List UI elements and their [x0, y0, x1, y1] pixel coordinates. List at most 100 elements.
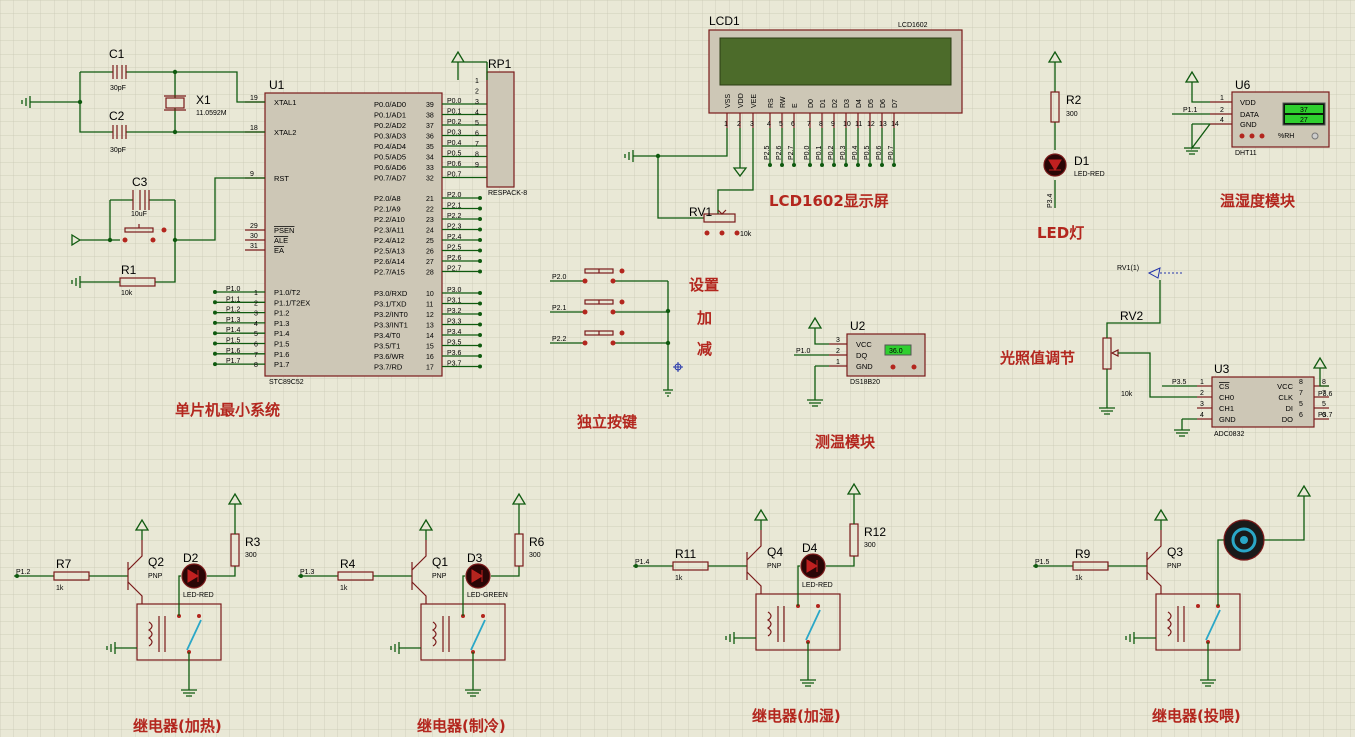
mcu-pin-number: 39 — [426, 102, 434, 109]
mcu-pin-name: P3.3/INT1 — [374, 321, 408, 330]
led-ref: D3 — [467, 551, 483, 565]
mcu-pin-number: 6 — [254, 342, 258, 349]
lcd-pin-name: D6 — [880, 99, 887, 108]
mcu-p3-net: P3.5 — [447, 340, 462, 347]
mcu-pin-name: P0.2/AD2 — [374, 121, 406, 130]
rp1-part: RESPACK-8 — [488, 190, 527, 197]
relays-block: P1.2R71kQ2PNPD2LED-REDR3300P1.3R41kQ1PNP… — [14, 482, 1312, 697]
led-resistor-ref: R6 — [529, 535, 545, 549]
adc-cs-net: P3.5 — [1172, 379, 1187, 386]
mcu-pin-name: P1.3 — [274, 319, 289, 328]
lcd-pin-name: D2 — [832, 99, 839, 108]
ds18b20-pin-number: 3 — [836, 337, 840, 344]
mcu-pin-number: 28 — [426, 270, 434, 277]
mcu-p3-net: P3.7 — [447, 361, 462, 368]
mcu-pin-name: P3.7/RD — [374, 363, 403, 372]
mcu-pin-number: 37 — [426, 123, 434, 130]
lcd-pin-name: D4 — [856, 99, 863, 108]
mcu-pin-number: 36 — [426, 134, 434, 141]
adc-pin-number-outer: 5 — [1322, 401, 1326, 408]
rp1-pin-number: 3 — [475, 99, 479, 106]
mcu-pin-name: P3.4/T0 — [374, 331, 400, 340]
lcd-pin-number: 5 — [779, 121, 783, 128]
mcu-pin-number: 16 — [426, 354, 434, 361]
led-part: LED-RED — [183, 592, 214, 599]
mcu-pin-number: 12 — [426, 312, 434, 319]
mcu-p1-net: P1.6 — [226, 348, 241, 355]
mcu-p2-net: P2.5 — [447, 245, 462, 252]
lcd-pin-number: 13 — [879, 121, 887, 128]
led-resistor-value: 300 — [245, 552, 257, 559]
adc-pin-name: GND — [1219, 415, 1236, 424]
mcu-pin-name: P2.6/A14 — [374, 257, 405, 266]
mcu-p1-net: P1.0 — [226, 286, 241, 293]
section-relay-humid-label: 继电器(加湿) — [752, 707, 841, 725]
ds18b20-reading: 36.0 — [889, 348, 903, 355]
mcu-p3-net: P3.4 — [447, 329, 462, 336]
adc-pin-number: 6 — [1299, 412, 1303, 419]
lcd-pin-name: D7 — [892, 99, 899, 108]
rv2-probe: RV1(1) — [1117, 265, 1139, 272]
mcu-pin-name: P2.0/A8 — [374, 194, 401, 203]
mcu-pin-name: XTAL1 — [274, 98, 296, 107]
mcu-p2-net: P2.4 — [447, 234, 462, 241]
lcd-pin-number: 7 — [807, 121, 811, 128]
mcu-pin-number: 33 — [426, 165, 434, 172]
led-block: R2 300 D1 LED-RED P3.4 LED灯 — [1037, 50, 1105, 242]
mcu-p1-net: P1.3 — [226, 317, 241, 324]
led-resistor-value: 300 — [529, 552, 541, 559]
rp1-pin-number: 6 — [475, 131, 479, 138]
mcu-pin-name: P3.0/RXD — [374, 289, 408, 298]
adc-clk-net: P3.6 — [1318, 391, 1333, 398]
mcu-p2-net: P2.3 — [447, 224, 462, 231]
mcu-pin-name: P0.4/AD4 — [374, 142, 406, 151]
mcu-chip[interactable] — [264, 92, 443, 377]
mcu-pin-name: EA — [274, 246, 284, 255]
lcd-pin-name: RW — [780, 96, 787, 108]
lcd-net: P2.5 — [764, 145, 771, 160]
lcd-pin-number: 4 — [767, 121, 771, 128]
mcu-pin-number: 11 — [426, 302, 433, 309]
adc-chip[interactable] — [1211, 376, 1315, 428]
adc-pin-number: 1 — [1200, 379, 1204, 386]
mcu-pin-number: 8 — [254, 362, 258, 369]
dht-ref: U6 — [1235, 78, 1251, 92]
mcu-pin-number: 23 — [426, 217, 434, 224]
section-led-label: LED灯 — [1037, 224, 1084, 242]
mcu-p3-net: P3.1 — [447, 298, 462, 305]
lcd-part: LCD1602 — [898, 22, 928, 29]
mcu-p3-net: P3.2 — [447, 308, 462, 315]
lcd-pin-name: D3 — [844, 99, 851, 108]
relay-resistor-value: 1k — [1075, 575, 1083, 582]
lcd-pin-name: VEE — [751, 94, 758, 108]
mcu-pin-name: P2.3/A11 — [374, 226, 404, 235]
section-temp-label: 测温模块 — [815, 433, 876, 451]
r1-value: 10k — [121, 290, 133, 297]
adc-pin-number-outer: 6 — [1322, 412, 1326, 419]
adc-pin-number: 4 — [1200, 412, 1204, 419]
adc-pin-number: 8 — [1299, 379, 1303, 386]
mcu-p3-net: P3.0 — [447, 287, 462, 294]
mcu-pin-number: 18 — [250, 125, 258, 132]
c3-value: 10uF — [131, 211, 147, 218]
mcu-pin-name: P1.7 — [274, 360, 289, 369]
c2-value: 30pF — [110, 147, 126, 154]
mcu-p1-net: P1.4 — [226, 327, 241, 334]
mcu-p1-net: P1.1 — [226, 296, 241, 303]
lcd-pin-name: D1 — [820, 99, 827, 108]
ds18b20-part: DS18B20 — [850, 379, 880, 386]
transistor-type: PNP — [767, 563, 782, 570]
mcu-pin-name: P0.5/AD5 — [374, 153, 406, 162]
rp1-pack[interactable] — [486, 71, 515, 188]
rv2-ref: RV2 — [1120, 309, 1143, 323]
mcu-pin-name: XTAL2 — [274, 128, 296, 137]
mcu-pin-name: P3.6/WR — [374, 352, 405, 361]
lcd-pin-name: D5 — [868, 99, 875, 108]
mcu-p3-net: P3.3 — [447, 319, 462, 326]
adc-pin-name: DI — [1286, 404, 1294, 413]
mcu-pin-number: 25 — [426, 238, 434, 245]
mcu-pin-name: P3.5/T1 — [374, 342, 400, 351]
key-net: P2.0 — [552, 274, 567, 281]
